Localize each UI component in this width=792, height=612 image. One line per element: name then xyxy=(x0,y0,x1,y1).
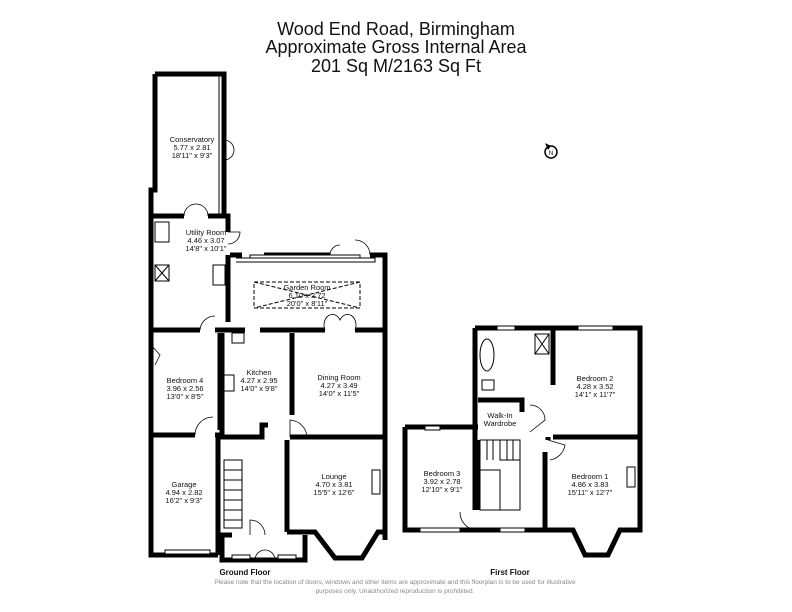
room-label-conservatory: Conservatory 5.77 x 2.81 18'11" x 9'3" xyxy=(170,135,215,160)
svg-text:4.27 x 2.95: 4.27 x 2.95 xyxy=(240,376,277,385)
first-floor-fixtures xyxy=(479,333,550,511)
svg-text:14'1" x 11'7": 14'1" x 11'7" xyxy=(575,390,616,399)
room-label-dining-room: Dining Room 4.27 x 3.49 14'0" x 11'5" xyxy=(317,373,360,398)
room-label-walk-in-wardrobe: Walk-In Wardrobe xyxy=(484,411,517,428)
svg-text:Bedroom 1: Bedroom 1 xyxy=(572,472,609,481)
kitchen-sink-icon xyxy=(231,332,245,344)
shower-icon xyxy=(154,264,170,282)
svg-text:Wardrobe: Wardrobe xyxy=(484,419,517,428)
room-label-garage: Garage 4.94 x 2.82 16'2" x 9'3" xyxy=(165,480,202,505)
svg-text:4.94 x 2.82: 4.94 x 2.82 xyxy=(165,488,202,497)
svg-text:13'0" x 8'5": 13'0" x 8'5" xyxy=(167,392,204,401)
svg-text:14'0" x 11'5": 14'0" x 11'5" xyxy=(319,389,360,398)
svg-text:Bedroom 3: Bedroom 3 xyxy=(424,469,461,478)
room-label-lounge: Lounge 4.70 x 3.81 15'5" x 12'6" xyxy=(313,472,354,497)
svg-text:20'0" x 8'11": 20'0" x 8'11" xyxy=(287,299,328,308)
stairs-icon xyxy=(223,459,243,529)
svg-text:15'11" x 12'7": 15'11" x 12'7" xyxy=(568,488,613,497)
compass-icon: N xyxy=(544,143,558,159)
ground-floor-doors xyxy=(150,139,371,561)
hob-icon xyxy=(223,374,235,392)
title-area-label: Approximate Gross Internal Area xyxy=(265,37,527,57)
shower-icon xyxy=(534,333,550,355)
svg-text:4.70 x 3.81: 4.70 x 3.81 xyxy=(315,480,352,489)
svg-text:4.27 x 3.49: 4.27 x 3.49 xyxy=(320,381,357,390)
title-area-value: 201 Sq M/2163 Sq Ft xyxy=(310,56,482,76)
toilet-icon xyxy=(154,221,170,243)
svg-text:4.86 x 3.83: 4.86 x 3.83 xyxy=(571,480,608,489)
room-label-bedroom-1: Bedroom 1 4.86 x 3.83 15'11" x 12'7" xyxy=(568,472,613,497)
sink-icon xyxy=(212,264,226,286)
ground-floor-walls xyxy=(148,71,388,563)
svg-text:4.46 x 3.07: 4.46 x 3.07 xyxy=(187,236,224,245)
ground-floor-label: Ground Floor xyxy=(219,568,270,577)
svg-text:N: N xyxy=(549,151,553,157)
room-label-bedroom-3: Bedroom 3 3.92 x 2.78 12'10" x 9'1" xyxy=(421,469,462,494)
svg-text:3.96 x 2.56: 3.96 x 2.56 xyxy=(166,384,203,393)
svg-text:Garden Room: Garden Room xyxy=(283,283,330,292)
disclaimer-line-1: Please note that the location of doors, … xyxy=(214,579,576,586)
title-address: Wood End Road, Birmingham xyxy=(277,19,515,39)
svg-text:Conservatory: Conservatory xyxy=(170,135,215,144)
ground-floor-windows xyxy=(164,254,381,560)
svg-text:Walk-In: Walk-In xyxy=(487,411,512,420)
svg-text:Garage: Garage xyxy=(171,480,196,489)
svg-text:Utility Room: Utility Room xyxy=(186,228,226,237)
svg-text:16'2" x 9'3": 16'2" x 9'3" xyxy=(166,496,203,505)
svg-text:14'8" x 10'1": 14'8" x 10'1" xyxy=(185,244,226,253)
ground-floor-fixtures xyxy=(154,221,361,529)
room-label-bedroom-2: Bedroom 2 4.28 x 3.52 14'1" x 11'7" xyxy=(575,374,616,399)
first-floor-doors xyxy=(459,404,566,531)
svg-text:Bedroom 4: Bedroom 4 xyxy=(167,376,204,385)
first-floor-windows xyxy=(419,325,636,533)
toilet-icon xyxy=(481,379,495,391)
first-floor-label: First Floor xyxy=(490,568,530,577)
bath-icon xyxy=(479,338,495,372)
svg-text:14'0" x 9'8": 14'0" x 9'8" xyxy=(241,384,278,393)
svg-text:Dining Room: Dining Room xyxy=(317,373,360,382)
svg-text:12'10" x 9'1": 12'10" x 9'1" xyxy=(421,485,462,494)
first-floor-walls xyxy=(402,325,643,558)
svg-text:6.10 x 2.72: 6.10 x 2.72 xyxy=(288,291,325,300)
room-label-garden-room: Garden Room 6.10 x 2.72 20'0" x 8'11" xyxy=(283,283,330,308)
stairs-icon xyxy=(479,439,521,511)
room-label-utility: Utility Room 4.46 x 3.07 14'8" x 10'1" xyxy=(185,228,226,253)
svg-text:3.92 x 2.78: 3.92 x 2.78 xyxy=(423,477,460,486)
svg-text:Lounge: Lounge xyxy=(321,472,346,481)
svg-text:18'11" x 9'3": 18'11" x 9'3" xyxy=(172,151,213,160)
svg-text:15'5" x 12'6": 15'5" x 12'6" xyxy=(313,488,354,497)
disclaimer-line-2: purposes only. Unauthorized reproduction… xyxy=(316,588,475,595)
svg-text:Bedroom 2: Bedroom 2 xyxy=(577,374,614,383)
room-label-bedroom-4: Bedroom 4 3.96 x 2.56 13'0" x 8'5" xyxy=(166,376,203,401)
svg-text:4.28 x 3.52: 4.28 x 3.52 xyxy=(576,382,613,391)
roof-lantern xyxy=(253,281,361,309)
svg-text:5.77 x 2.81: 5.77 x 2.81 xyxy=(173,143,210,152)
room-label-kitchen: Kitchen 4.27 x 2.95 14'0" x 9'8" xyxy=(240,368,277,393)
svg-text:Kitchen: Kitchen xyxy=(246,368,271,377)
